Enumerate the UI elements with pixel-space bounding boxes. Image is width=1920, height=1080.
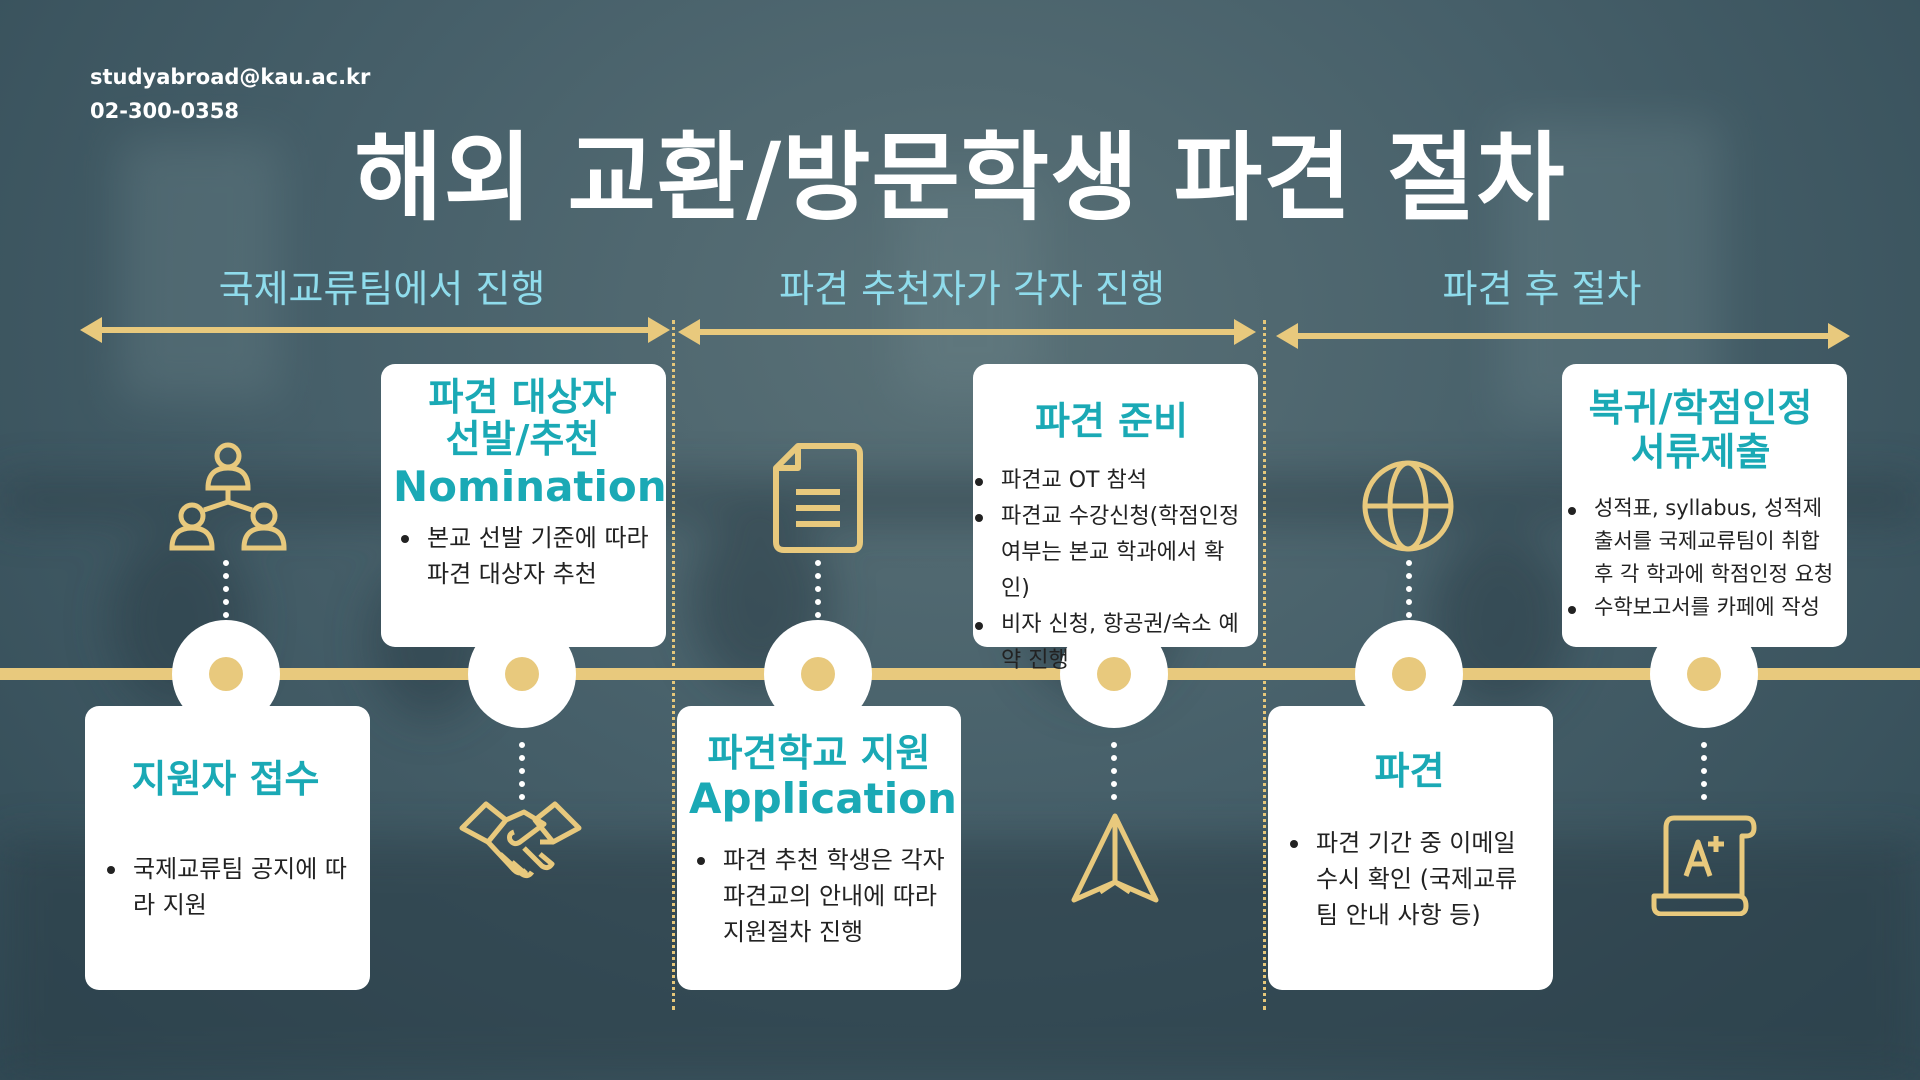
timeline-dot-3 <box>801 657 835 691</box>
step-title-5: 파견 <box>1282 740 1537 795</box>
connector-3 <box>815 560 821 618</box>
phase-divider-1 <box>672 320 675 1010</box>
step-item-4-3: 비자 신청, 항공권/숙소 예약 진행 <box>1001 607 1250 679</box>
step-title-2-line-2: 선발/추천 <box>393 418 652 460</box>
step-items-5: 파견 기간 중 이메일 수시 확인 (국제교류팀 안내 사항 등) <box>1282 825 1537 933</box>
step-items-3: 파견 추천 학생은 각자 파견교의 안내에 따라 지원절차 진행 <box>689 842 949 950</box>
phase-label-1: 국제교류팀에서 진행 <box>82 258 682 313</box>
step-title-6: 복귀/학점인정 서류제출 <box>1564 386 1837 474</box>
step-item-1-1: 국제교류팀 공지에 따라 지원 <box>133 851 352 923</box>
phase-arrow-1 <box>80 312 670 348</box>
connector-2 <box>519 742 525 800</box>
phase-label-2: 파견 추천자가 각자 진행 <box>672 258 1272 313</box>
phase-label-3: 파견 후 절차 <box>1242 258 1842 313</box>
timeline-line <box>0 668 1920 680</box>
step-items-1: 국제교류팀 공지에 따라 지원 <box>99 851 352 923</box>
step-items-4: 파견교 OT 참석 파견교 수강신청(학점인정 여부는 본교 학과에서 확인) … <box>973 463 1250 679</box>
step-title-2-line-1: 파견 대상자 <box>393 376 652 418</box>
step-title-3-line-2: Application <box>689 776 949 822</box>
timeline-dot-1 <box>209 657 243 691</box>
step-items-6: 성적표, syllabus, 성적제출서를 국제교류팀이 취합 후 각 학과에 … <box>1564 492 1837 624</box>
step-item-5-1: 파견 기간 중 이메일 수시 확인 (국제교류팀 안내 사항 등) <box>1316 825 1537 933</box>
step-card-1: 지원자 접수 국제교류팀 공지에 따라 지원 <box>85 706 370 990</box>
step-card-6: 복귀/학점인정 서류제출 성적표, syllabus, 성적제출서를 국제교류팀… <box>1562 364 1847 647</box>
connector-5 <box>1406 560 1412 618</box>
step-item-2-1: 본교 선발 기준에 따라 파견 대상자 추천 <box>427 520 652 592</box>
step-title-6-line-2: 서류제출 <box>1564 430 1837 474</box>
document-icon <box>772 442 864 554</box>
step-item-3-1: 파견 추천 학생은 각자 파견교의 안내에 따라 지원절차 진행 <box>723 842 949 950</box>
step-item-4-2: 파견교 수강신청(학점인정 여부는 본교 학과에서 확인) <box>1001 499 1250 607</box>
grade-certificate-icon <box>1650 812 1758 916</box>
timeline-dot-5 <box>1392 657 1426 691</box>
step-title-4: 파견 준비 <box>973 390 1250 445</box>
connector-1 <box>223 560 229 618</box>
step-title-2-line-3: Nomination <box>393 460 652 514</box>
step-title-3-line-1: 파견학교 지원 <box>689 730 949 776</box>
paper-plane-icon <box>1070 812 1160 904</box>
phase-divider-2 <box>1263 320 1266 1010</box>
people-network-icon <box>168 440 288 555</box>
page-title: 해외 교환/방문학생 파견 절차 <box>0 100 1920 239</box>
step-title-3: 파견학교 지원 Application <box>689 730 949 822</box>
timeline-dot-6 <box>1687 657 1721 691</box>
handshake-icon <box>458 798 583 888</box>
timeline-dot-2 <box>505 657 539 691</box>
step-item-6-2: 수학보고서를 카페에 작성 <box>1594 591 1837 624</box>
connector-6 <box>1701 742 1707 800</box>
phase-arrow-2 <box>678 314 1256 350</box>
step-card-2: 파견 대상자 선발/추천 Nomination 본교 선발 기준에 따라 파견 … <box>381 364 666 647</box>
step-item-4-1: 파견교 OT 참석 <box>1001 463 1250 499</box>
step-title-2: 파견 대상자 선발/추천 Nomination <box>393 376 652 514</box>
step-items-2: 본교 선발 기준에 따라 파견 대상자 추천 <box>393 520 652 592</box>
step-card-3: 파견학교 지원 Application 파견 추천 학생은 각자 파견교의 안내… <box>677 706 961 990</box>
phase-arrow-3 <box>1276 318 1850 354</box>
contact-email[interactable]: studyabroad@kau.ac.kr <box>90 60 370 94</box>
globe-icon <box>1360 458 1456 554</box>
connector-4 <box>1111 742 1117 800</box>
step-card-4: 파견 준비 파견교 OT 참석 파견교 수강신청(학점인정 여부는 본교 학과에… <box>973 364 1258 647</box>
step-item-6-1: 성적표, syllabus, 성적제출서를 국제교류팀이 취합 후 각 학과에 … <box>1594 492 1837 591</box>
step-card-5: 파견 파견 기간 중 이메일 수시 확인 (국제교류팀 안내 사항 등) <box>1268 706 1553 990</box>
step-title-6-line-1: 복귀/학점인정 <box>1564 386 1837 430</box>
step-title-1: 지원자 접수 <box>99 748 352 803</box>
